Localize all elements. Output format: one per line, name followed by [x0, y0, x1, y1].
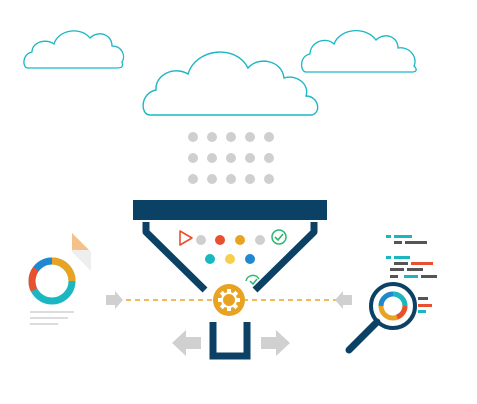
play-icon [179, 230, 193, 246]
check-icon [271, 229, 287, 245]
check-icon [245, 274, 260, 286]
arrow-icon [106, 291, 352, 356]
cloud-icon [23, 30, 125, 69]
donut-chart-report-icon [28, 233, 91, 325]
funnel-icon [133, 200, 327, 360]
funnel-dots [196, 235, 265, 264]
cloud-icon [300, 30, 417, 73]
magnifier-chart-icon [345, 282, 417, 354]
gear-icon [213, 284, 245, 316]
data-drops [188, 132, 274, 184]
cloud-icon [142, 51, 319, 116]
code-lines [386, 235, 437, 313]
